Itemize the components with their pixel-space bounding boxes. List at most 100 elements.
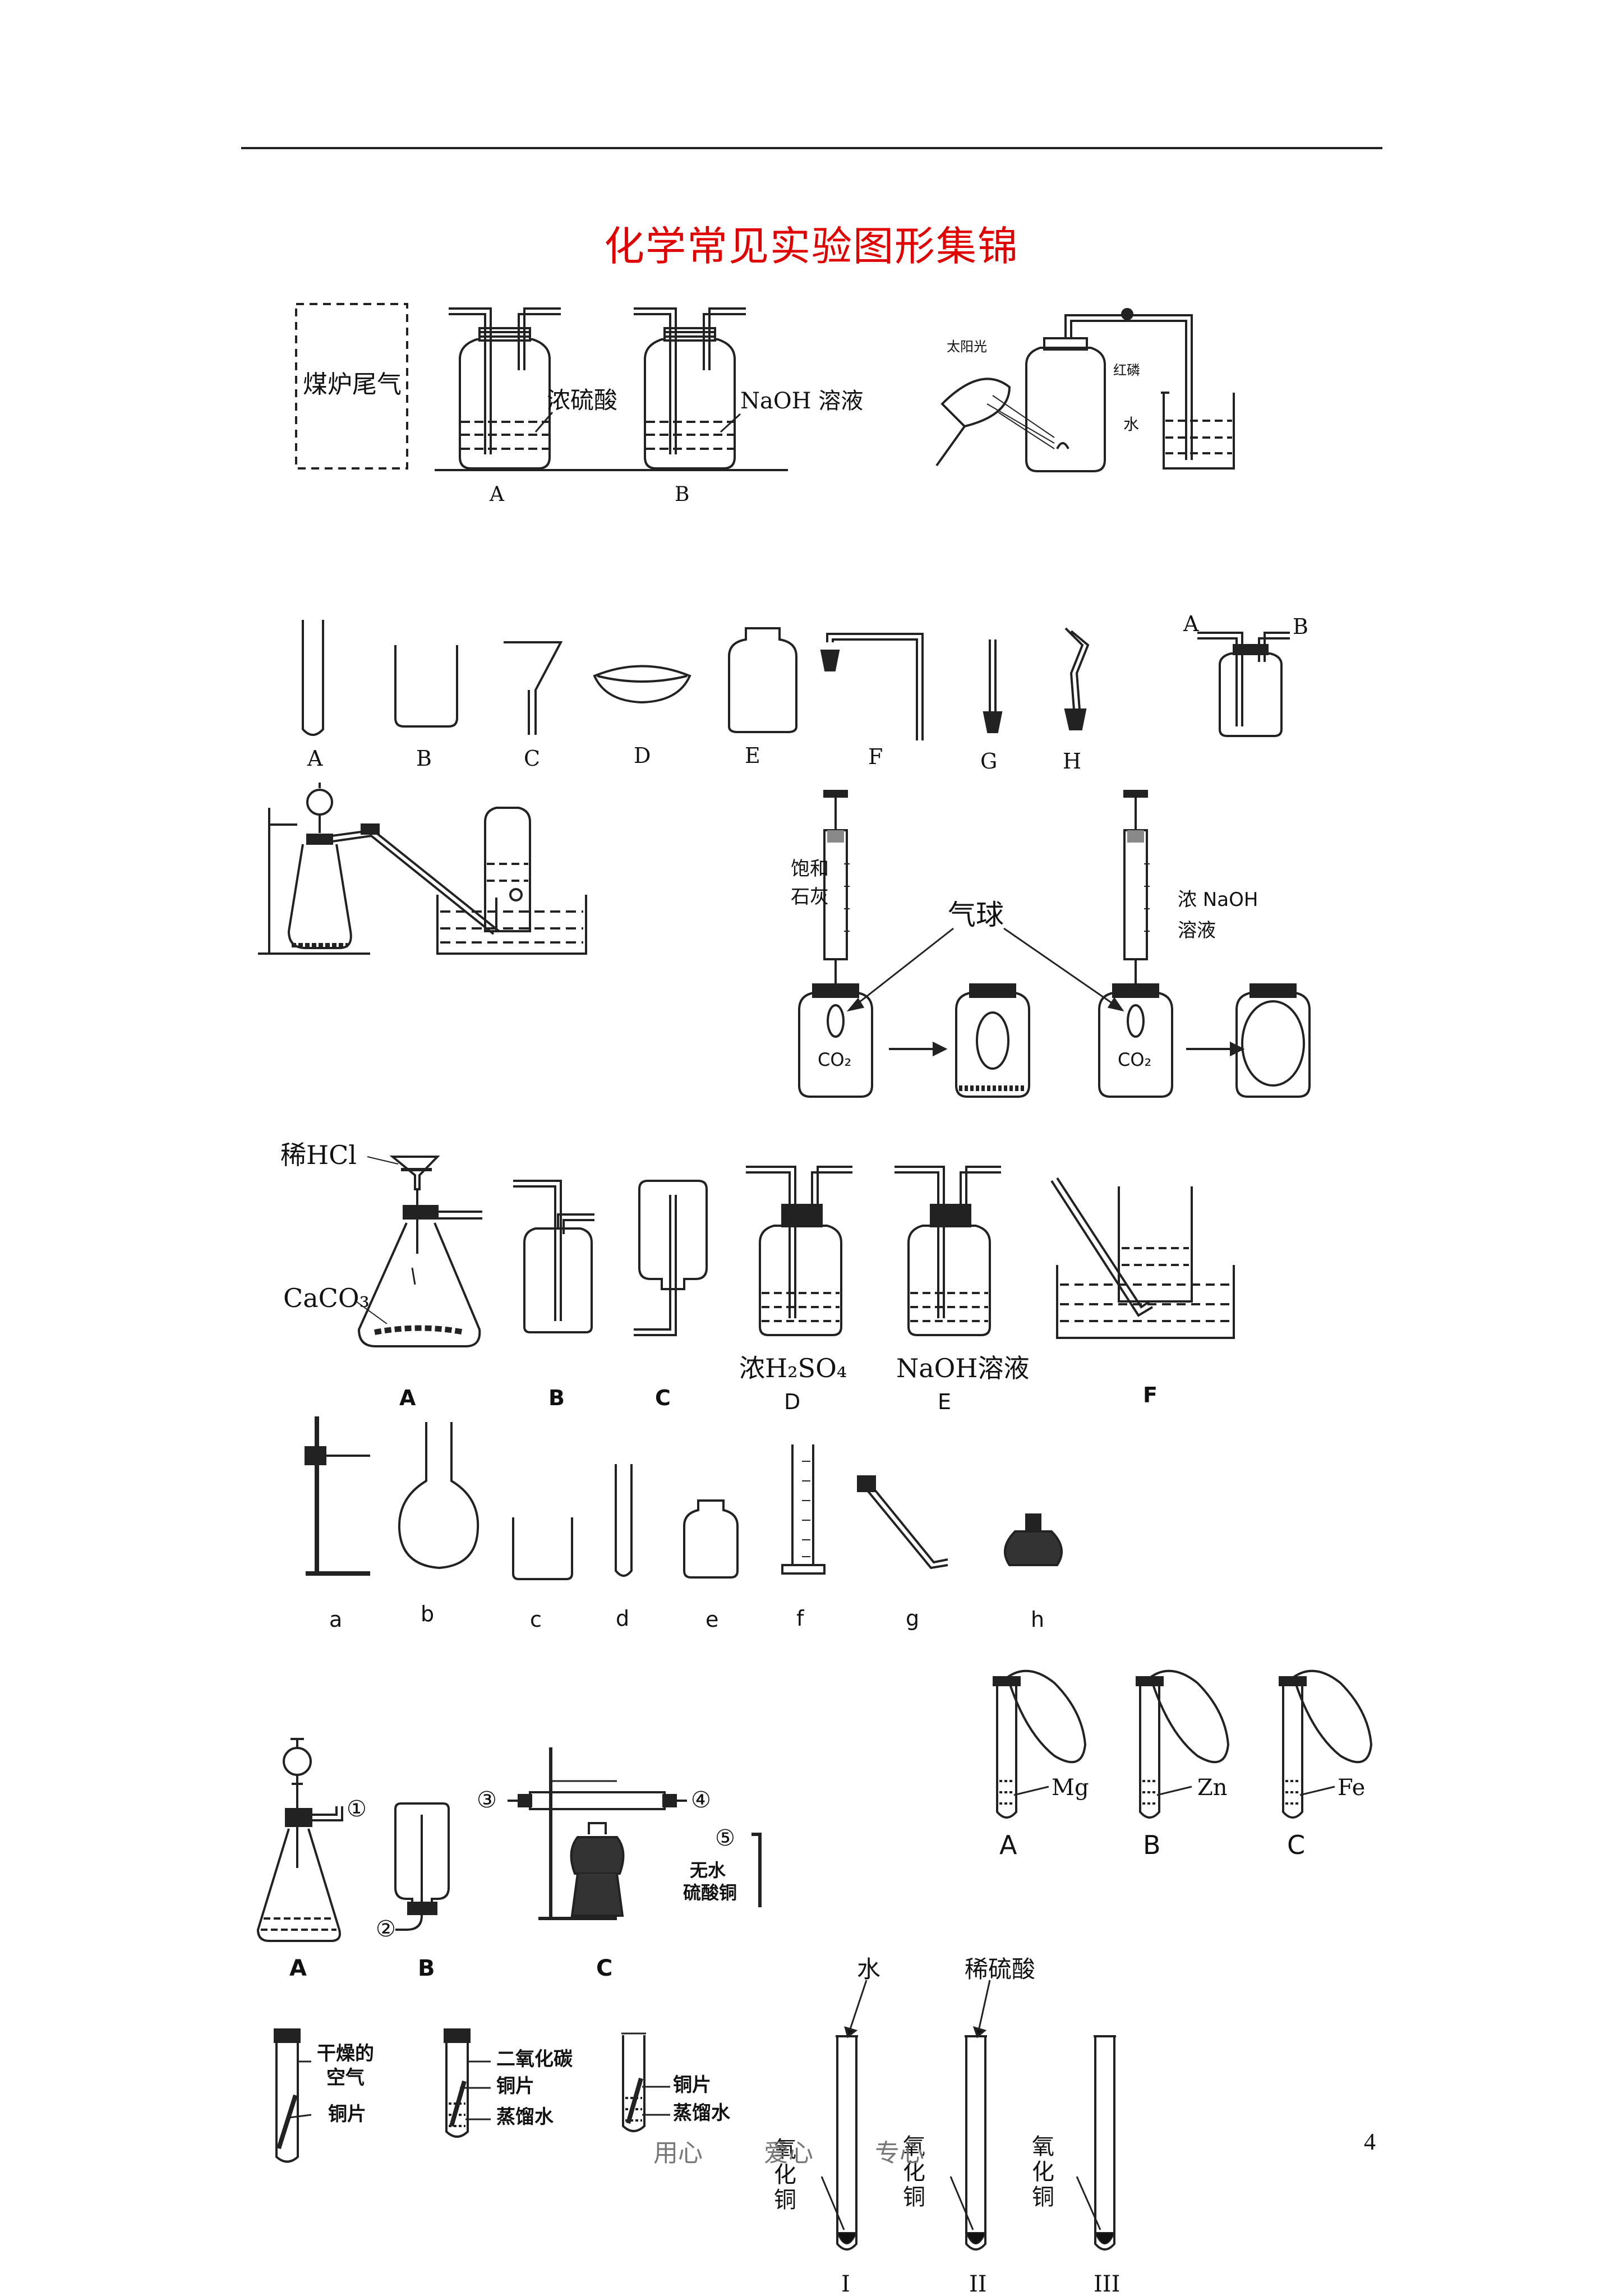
cuo3-char1: 氧	[1032, 2134, 1054, 2160]
row5-label-f: f	[796, 1606, 805, 1631]
header-rule	[241, 147, 1382, 149]
naoh-solution-label: NaOH 溶液	[740, 388, 863, 414]
row7-group: 干燥的 空气 铜片 二氧化碳 铜片 蒸馏水 铜片 蒸馏水	[274, 2028, 731, 2163]
row5-label-b: b	[421, 1602, 434, 1626]
row5-label-e: e	[706, 1607, 718, 1632]
cuo1-char2: 化	[774, 2162, 796, 2188]
co2-label-1: CO₂	[818, 1049, 851, 1070]
row4-group: 稀HCl CaCO₃ 浓H₂SO₄ NaOH溶液 A B C D	[280, 1140, 1235, 1414]
row8-group: 水 稀硫酸 氧 化 铜 氧 化 铜 氧 化 铜 I II III	[774, 1955, 1120, 2296]
tube2-label-a: 二氧化碳	[496, 2048, 573, 2070]
tube-label-1: I	[841, 2271, 850, 2296]
tube3-label-a: 铜片	[673, 2074, 711, 2096]
circle-3-label: ③	[477, 1787, 497, 1813]
tube-label-2: II	[969, 2271, 987, 2296]
svg-text:A: A	[307, 746, 323, 771]
tube-dry-air	[274, 2028, 312, 2163]
wash-bottle-ab	[1219, 652, 1283, 737]
watermark-left: 用心	[653, 2139, 703, 2168]
row6-label-c: C	[596, 1955, 612, 1981]
tube1-label-a: 干燥的	[317, 2042, 374, 2065]
row4-label-c: C	[655, 1386, 671, 1410]
cuso4-label-1: 无水	[690, 1860, 726, 1881]
watermark-mid: 专心	[875, 2139, 924, 2168]
beaker-b	[394, 645, 458, 728]
row5-label-a: a	[329, 1607, 342, 1632]
test-tube-a	[302, 620, 324, 736]
row2-label-f: F	[868, 744, 883, 769]
cuo1-char1: 氧	[774, 2137, 796, 2162]
metal-fe-label: Fe	[1338, 1775, 1365, 1801]
circle-1-label: ①	[347, 1796, 367, 1822]
row4-label-e: E	[938, 1389, 951, 1414]
bottle-a-letter: A	[489, 483, 505, 506]
lime-label-2: 石灰	[791, 886, 829, 908]
bent-tube-f	[826, 633, 924, 740]
coal-stove-box	[295, 303, 408, 470]
cuo3-char2: 化	[1032, 2159, 1054, 2185]
evaporating-dish-d	[593, 665, 691, 704]
row2-label-h: H	[1063, 749, 1081, 774]
row6-group: ① ② ③ ④ ⑤ 无水 硫酸铜 A B C	[256, 1738, 762, 1981]
tube2-label-c: 蒸馏水	[496, 2106, 554, 2128]
page-title: 化学常见实验图形集锦	[603, 223, 1019, 270]
d-liquid-label: 浓H₂SO₄	[739, 1353, 847, 1383]
balloon-label-a: A	[999, 1830, 1017, 1860]
water-label: 水	[1123, 415, 1139, 434]
balloon-tube-b	[1136, 1669, 1230, 1819]
cuo1-char3: 铜	[774, 2187, 796, 2213]
e-liquid-label: NaOH溶液	[896, 1353, 1030, 1383]
row5-label-d: d	[616, 1606, 629, 1631]
row6-label-b: B	[418, 1955, 435, 1981]
balloon-tube-c	[1279, 1669, 1373, 1819]
row1-group: 煤炉尾气 浓硫酸 A NaOH 溶液 B	[295, 303, 1235, 506]
metal-mg-label: Mg	[1052, 1775, 1089, 1801]
balloon-label-b: B	[1143, 1830, 1161, 1860]
row2-label-c: C	[524, 746, 540, 771]
row2-group: A B C D E F G H A B	[302, 611, 1308, 774]
tube-label-3: III	[1094, 2271, 1120, 2296]
row4-label-d: D	[784, 1389, 800, 1414]
funnel-c	[504, 641, 563, 735]
bottle-b-letter: B	[675, 483, 689, 506]
tube3-label-b: 蒸馏水	[673, 2102, 731, 2124]
balloon-tubes: Mg Zn Fe A B C	[993, 1669, 1373, 1860]
row4-label-a: A	[399, 1386, 416, 1410]
row6-label-a: A	[289, 1955, 307, 1981]
cuo2-char3: 铜	[903, 2184, 925, 2210]
row2-label-g: G	[980, 749, 997, 774]
tube-co2	[444, 2028, 491, 2138]
red-phosphorus-label: 红磷	[1113, 362, 1140, 378]
co2-label-2: CO₂	[1118, 1049, 1151, 1070]
wash-bottle-label-b: B	[1293, 614, 1308, 639]
wash-bottle-a	[449, 307, 561, 470]
row4-label-f: F	[1143, 1383, 1158, 1407]
balloon-co2-experiment: CO₂ CO₂ 气球 饱和 石灰 浓 NaOH 溶液	[791, 790, 1311, 1098]
naoh-label-2: 溶液	[1178, 919, 1216, 942]
dilute-hcl-label: 稀HCl	[280, 1140, 357, 1170]
balloon-tube-a	[993, 1669, 1087, 1819]
row5-label-c: c	[530, 1607, 542, 1632]
metal-zn-label: Zn	[1197, 1775, 1228, 1801]
conc-sulfuric-label: 浓硫酸	[547, 386, 617, 414]
circle-2-label: ②	[376, 1916, 396, 1942]
tube-g	[989, 639, 997, 712]
wash-bottle-b	[634, 307, 746, 470]
cuo2-char2: 化	[903, 2159, 925, 2185]
circle-4-label: ④	[691, 1787, 711, 1813]
cuo3-char3: 铜	[1032, 2184, 1054, 2210]
watermark-right: 爱心	[764, 2139, 813, 2168]
caco3-label: CaCO₃	[283, 1283, 370, 1313]
tube2-label-b: 铜片	[496, 2075, 534, 2097]
tube-h	[1064, 627, 1090, 710]
cuo2-char1: 氧	[903, 2134, 925, 2160]
tube1-label-b: 空气	[326, 2067, 365, 2089]
row5-label-g: g	[906, 1606, 919, 1631]
wash-bottle-label-a: A	[1183, 611, 1199, 636]
tube1-label-c: 铜片	[328, 2103, 366, 2125]
acid-top-label: 稀硫酸	[965, 1955, 1035, 1983]
naoh-label-1: 浓 NaOH	[1178, 889, 1258, 911]
row5-label-h: h	[1031, 1607, 1044, 1632]
row5-group: a b c d e f g h	[305, 1416, 1063, 1632]
